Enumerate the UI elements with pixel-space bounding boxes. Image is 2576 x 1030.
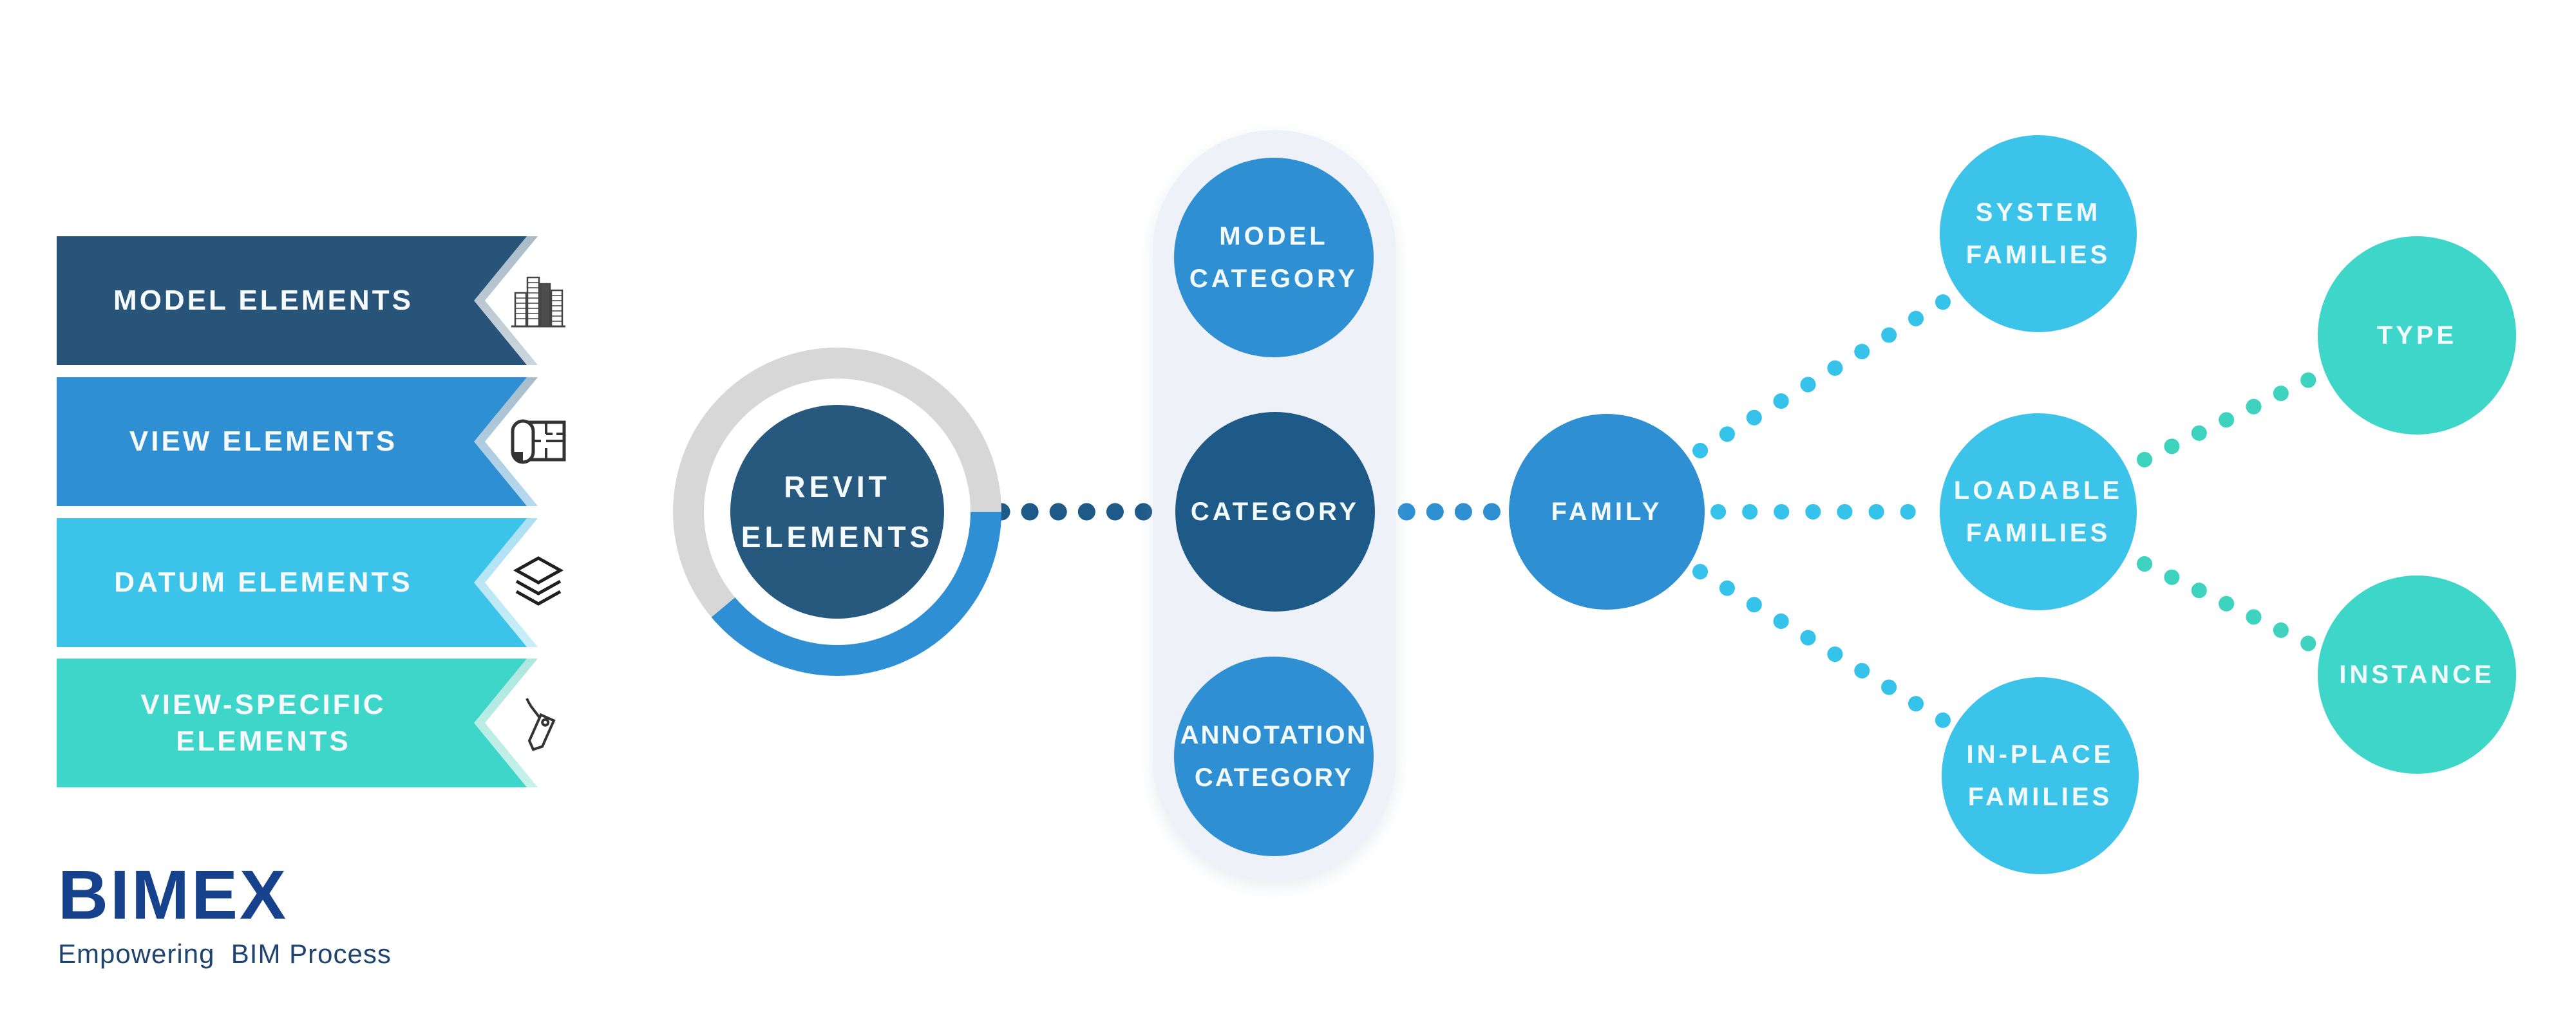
banner-datum-elements: DATUM ELEMENTS xyxy=(57,518,564,647)
node-label-line2: CATEGORY xyxy=(1189,265,1359,293)
node-label: FAMILY xyxy=(1551,498,1663,526)
logo-bimex: BIMEX Empowering BIM Process xyxy=(58,860,392,969)
node-label-line1: SYSTEM xyxy=(1975,198,2101,227)
node-system-families: SYSTEM FAMILIES xyxy=(1940,135,2137,332)
node-label-line2: CATEGORY xyxy=(1194,763,1354,792)
banner-label: MODEL ELEMENTS xyxy=(113,285,413,317)
connector-loadable-to-type xyxy=(2137,364,2334,467)
hub-ring-gap: REVIT ELEMENTS xyxy=(704,379,971,645)
node-family: FAMILY xyxy=(1509,414,1705,610)
logo-wordmark: BIMEX xyxy=(58,856,289,933)
node-label-line1: ANNOTATION xyxy=(1180,721,1368,749)
banner-label: DATUM ELEMENTS xyxy=(114,566,413,599)
banner-model-elements: MODEL ELEMENTS xyxy=(57,236,565,365)
node-label: TYPE xyxy=(2376,321,2458,350)
banner-view-specific-elements: VIEW-SPECIFIC ELEMENTS xyxy=(57,659,556,787)
hub-label-line1: REVIT xyxy=(784,469,891,503)
hub-core: REVIT ELEMENTS xyxy=(730,405,944,619)
node-annotation-category: ANNOTATION CATEGORY xyxy=(1174,657,1374,856)
node-category: CATEGORY xyxy=(1175,412,1375,612)
node-label-line2: FAMILIES xyxy=(1967,783,2113,811)
node-revit-elements: REVIT ELEMENTS xyxy=(673,348,1001,676)
node-instance: INSTANCE xyxy=(2318,576,2516,774)
node-label-line2: FAMILIES xyxy=(1965,241,2111,269)
logo-tagline: Empowering BIM Process xyxy=(58,939,392,969)
connector-loadable-to-instance xyxy=(2137,556,2334,660)
node-loadable-families: LOADABLE FAMILIES xyxy=(1940,413,2137,610)
connector-family-to-inplace xyxy=(1692,564,1969,739)
hub-label-line2: ELEMENTS xyxy=(741,520,934,554)
node-label-line1: MODEL xyxy=(1219,222,1329,250)
blueprint-icon xyxy=(506,409,571,474)
tag-icon xyxy=(506,691,571,755)
node-type: TYPE xyxy=(2318,236,2516,435)
node-label: CATEGORY xyxy=(1190,498,1360,526)
banner-label-line2: ELEMENTS xyxy=(176,726,351,757)
banner-label: VIEW ELEMENTS xyxy=(129,426,398,458)
node-in-place-families: IN-PLACE FAMILIES xyxy=(1942,677,2139,874)
node-label-line1: IN-PLACE xyxy=(1966,740,2114,769)
layers-icon xyxy=(506,550,571,615)
node-label-line2: FAMILIES xyxy=(1965,519,2111,547)
buildings-icon xyxy=(506,268,571,333)
node-model-category: MODEL CATEGORY xyxy=(1174,158,1374,357)
banner-label-line1: VIEW-SPECIFIC xyxy=(140,688,386,720)
node-label-line1: LOADABLE xyxy=(1953,476,2123,505)
node-label: INSTANCE xyxy=(2339,660,2495,689)
banner-view-elements: VIEW ELEMENTS xyxy=(57,377,566,506)
connector-family-to-system xyxy=(1692,283,1969,458)
